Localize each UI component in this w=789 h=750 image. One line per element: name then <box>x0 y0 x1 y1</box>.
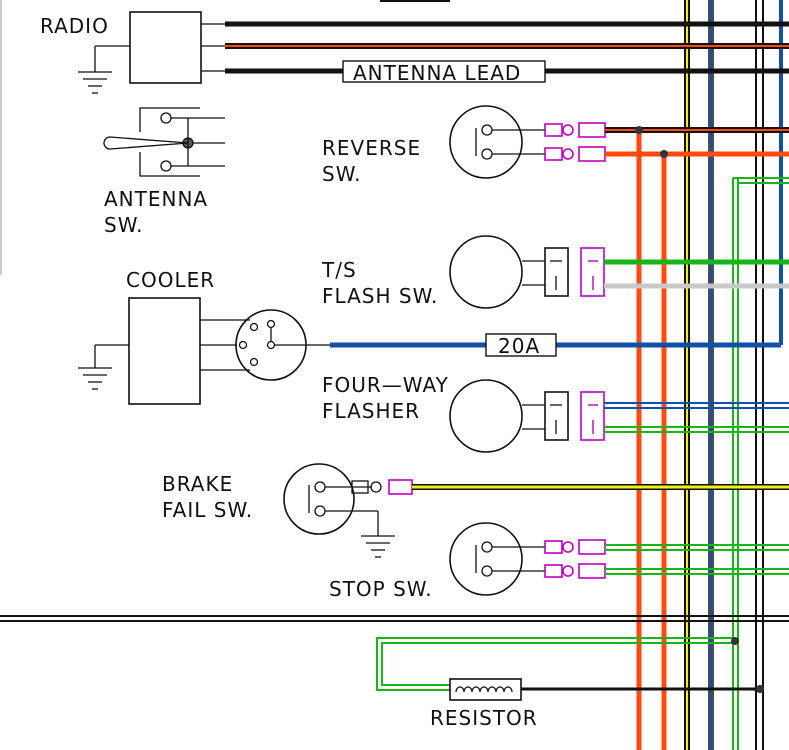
stop-wires <box>605 544 789 575</box>
stop-sw-label: STOP SW. <box>329 577 433 601</box>
ts-flash-wires <box>604 259 789 289</box>
radio-label: RADIO <box>40 14 109 38</box>
four-way-wires <box>604 402 789 433</box>
fuse-label: 20A <box>498 334 540 358</box>
cooler-label: COOLER <box>126 268 215 292</box>
ts-flash-label-2: FLASH SW. <box>322 284 438 308</box>
vertical-harness <box>636 0 783 750</box>
four-way-label-2: FLASHER <box>322 399 420 423</box>
ground-icon <box>78 71 112 94</box>
section-divider <box>0 615 789 622</box>
stop-switch-icon <box>449 522 545 596</box>
ground-icon <box>361 535 395 558</box>
stop-connectors <box>544 539 606 579</box>
brake-fail-label-1: BRAKE <box>162 472 233 496</box>
resistor-wire-loop <box>376 637 764 693</box>
antenna-sw-label-1: ANTENNA <box>104 187 208 211</box>
antenna-lead-label: ANTENNA LEAD <box>353 61 521 85</box>
ts-flash-label-1: T/S <box>321 258 357 282</box>
resistor-coil-icon <box>449 678 522 701</box>
reverse-sw-label-2: SW. <box>322 162 362 186</box>
antenna-switch-icon <box>103 107 225 177</box>
brake-fail-label-2: FAIL SW. <box>162 498 253 522</box>
antenna-lead-box <box>342 60 546 83</box>
ground-icon <box>78 367 112 390</box>
reverse-sw-label-1: REVERSE <box>322 136 421 160</box>
four-way-label-1: FOUR—WAY <box>322 373 449 397</box>
reverse-switch-icon <box>449 105 545 179</box>
cooler-symbol <box>94 297 330 405</box>
brake-fail-switch-icon <box>283 463 413 536</box>
reverse-wires <box>605 126 789 158</box>
four-way-flasher-icon <box>449 379 605 453</box>
antenna-sw-label-2: SW. <box>104 213 144 237</box>
green-upper-wire <box>733 177 789 184</box>
fuse-box <box>485 333 557 357</box>
radio-symbol <box>94 11 225 84</box>
resistor-label: RESISTOR <box>430 706 538 730</box>
reverse-connectors <box>544 122 606 162</box>
ts-flash-switch-icon <box>449 235 605 309</box>
